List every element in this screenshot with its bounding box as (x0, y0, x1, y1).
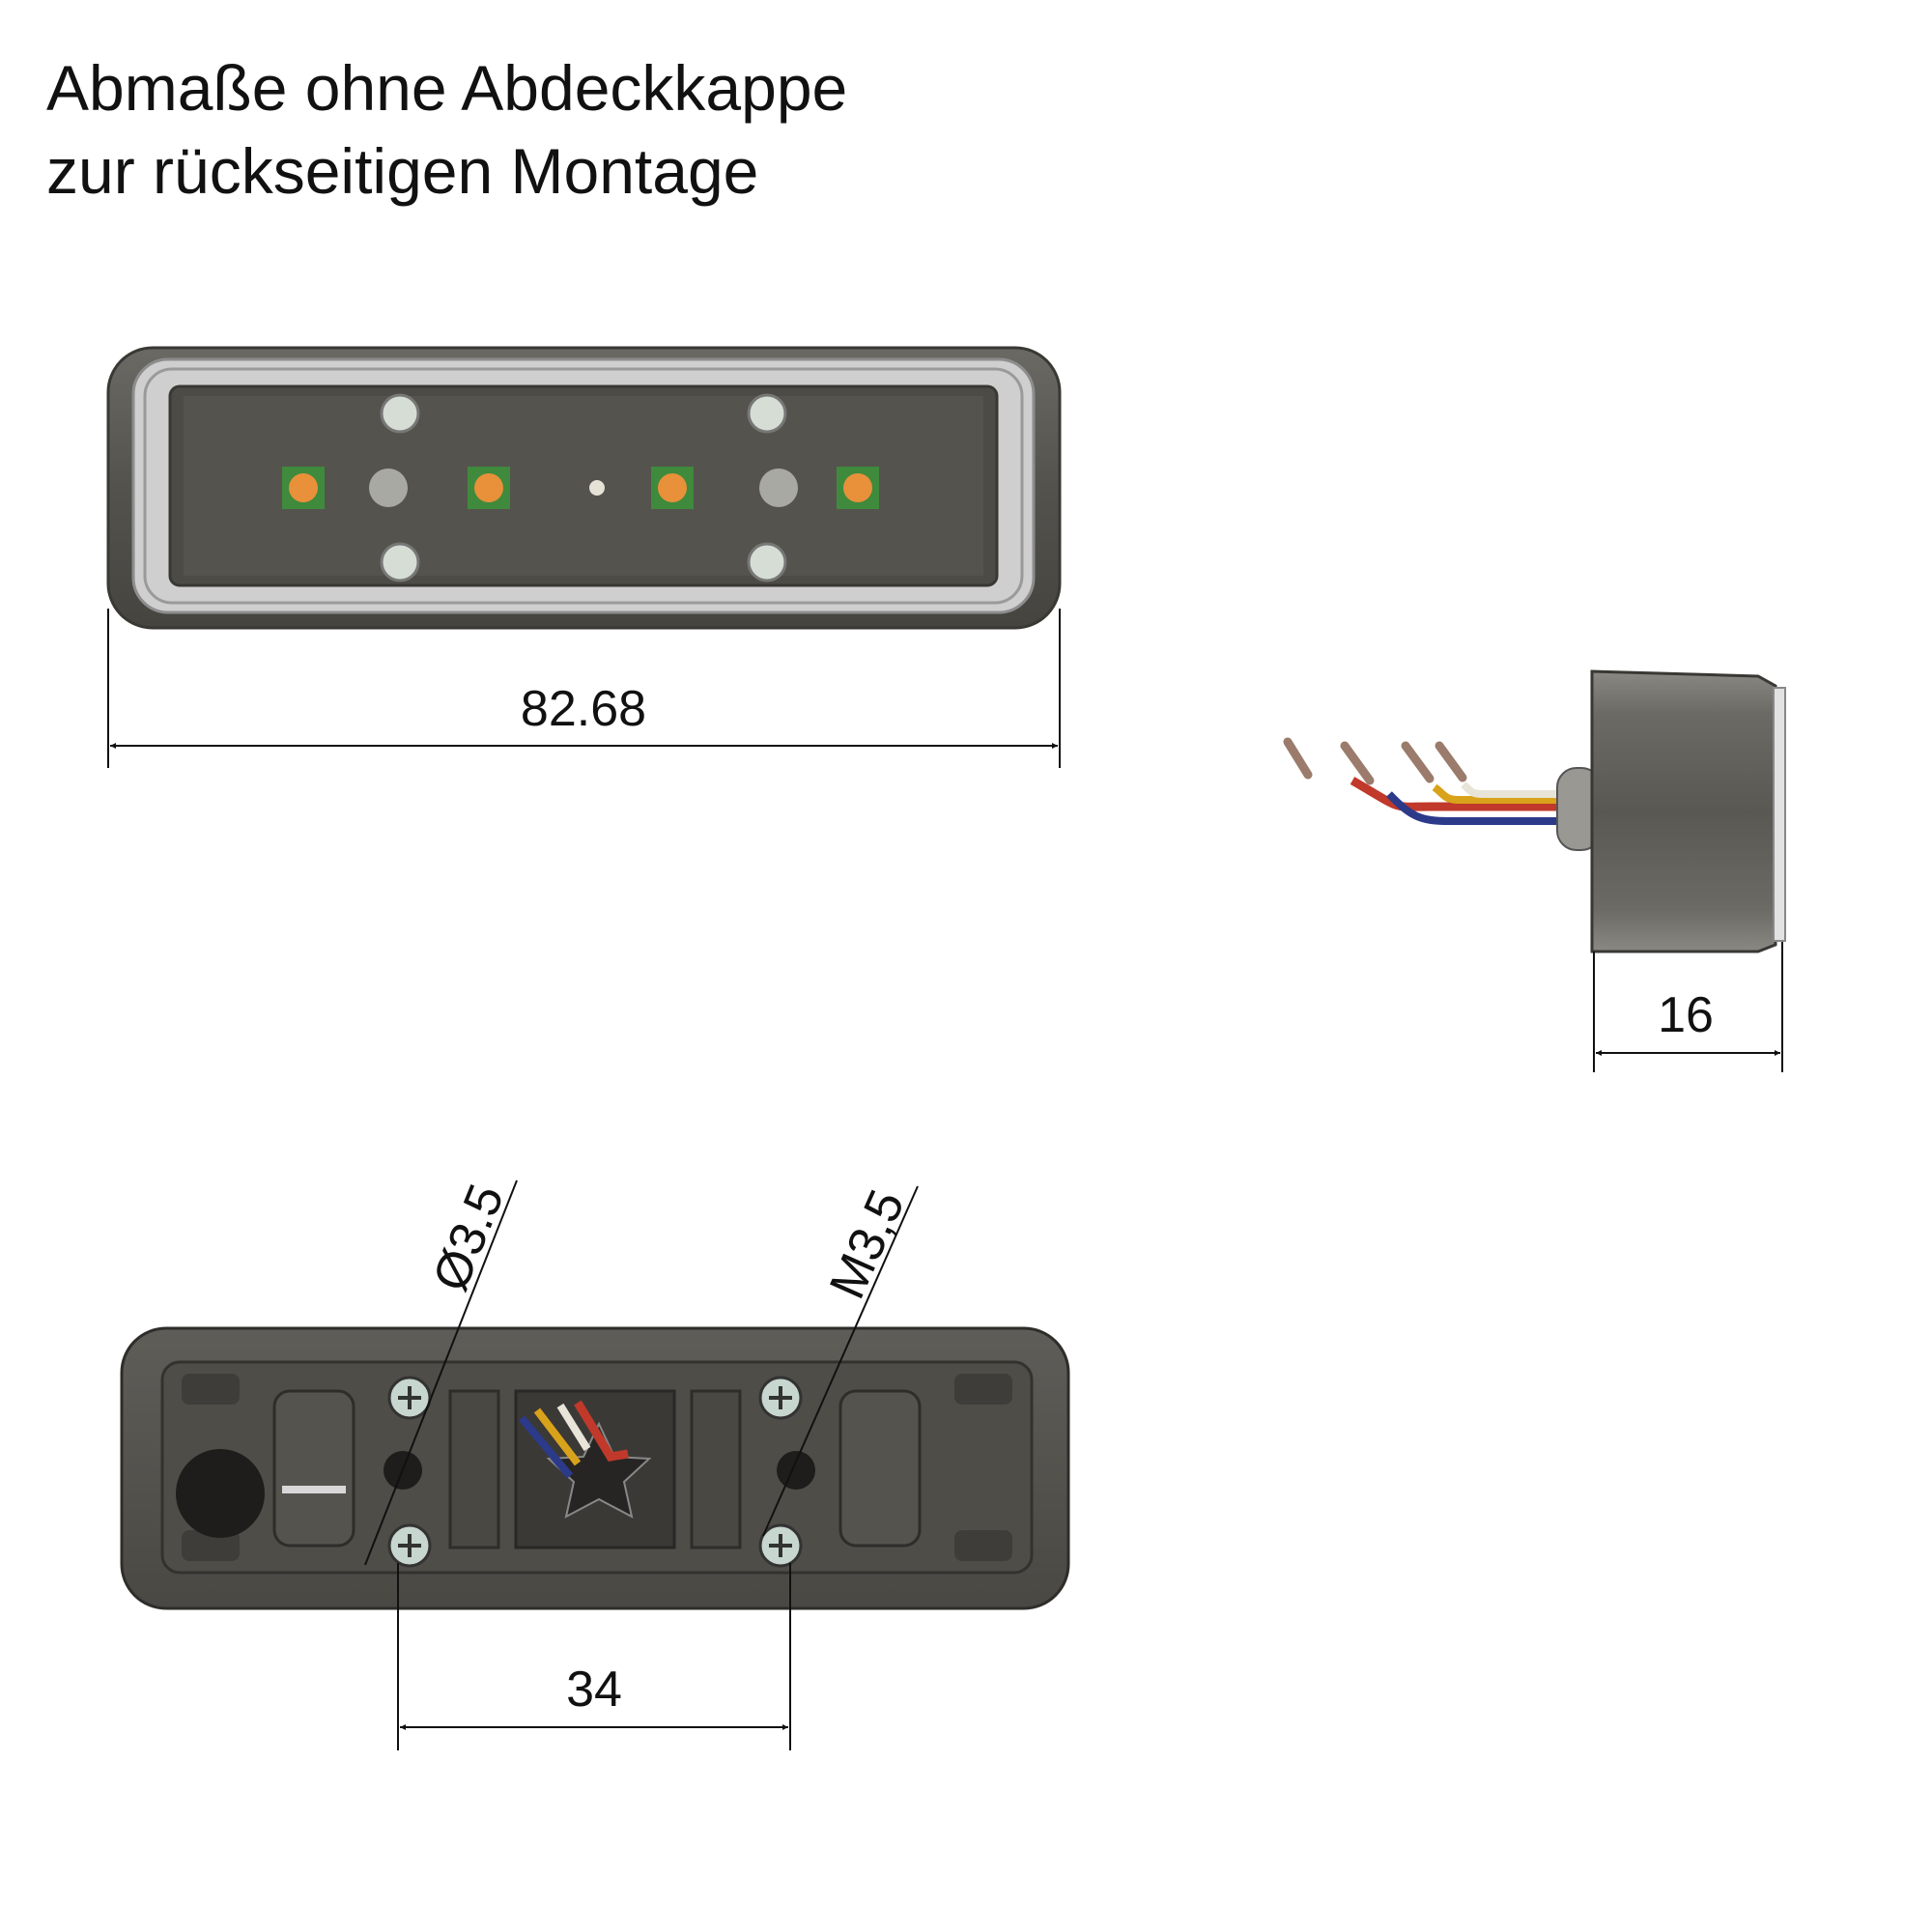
diameter-leader-line (364, 1179, 518, 1566)
side-lens-edge (1773, 687, 1786, 942)
blue-wire (518, 1415, 574, 1479)
screw-boss-icon (380, 393, 420, 434)
red-wire (574, 1400, 629, 1462)
hole-spacing-label: 34 (566, 1662, 622, 1718)
sensor-dot-icon (589, 480, 605, 496)
clip-notch (182, 1374, 240, 1405)
blue-wire (1386, 791, 1570, 825)
screw-boss-icon (380, 542, 420, 582)
cross-slot-icon (769, 1534, 792, 1557)
vent-plug-icon (176, 1449, 265, 1538)
wire-bundle (1283, 737, 1570, 825)
amber-led-icon (474, 473, 503, 502)
clip-notch (954, 1374, 1012, 1405)
rear-wire-bundle (518, 1400, 629, 1479)
depth-dimension: 16 (1593, 942, 1783, 1072)
screw-bottom-left (387, 1523, 432, 1568)
thread-leader-line (762, 1185, 919, 1537)
side-housing (1590, 669, 1777, 953)
wire-tip-icon (1401, 741, 1435, 783)
screw-top-right (758, 1376, 803, 1420)
cross-slot-icon (769, 1386, 792, 1409)
wire-tip-icon (1283, 737, 1313, 780)
rear-view: Ø3.5 M3,5 34 (120, 1177, 1070, 1750)
width-dimension: 82.68 (107, 609, 1061, 768)
front-view: 82.68 (106, 346, 1062, 768)
title-line-2: zur rückseitigen Montage (46, 135, 759, 207)
screw-boss-icon (747, 542, 787, 582)
mounting-pad-highlight (282, 1486, 346, 1493)
screw-boss-icon (747, 393, 787, 434)
mounting-pad-right (838, 1389, 922, 1548)
lens-dot-icon (369, 469, 408, 507)
amber-led-icon (658, 473, 687, 502)
led-1 (282, 467, 325, 509)
yellow-wire (533, 1407, 582, 1466)
mounting-hole-right (777, 1451, 815, 1490)
title-line-1: Abmaße ohne Abdeckkappe (46, 52, 848, 124)
slot-left (448, 1389, 500, 1549)
cross-slot-icon (398, 1534, 421, 1557)
lens-dot-icon (759, 469, 798, 507)
clip-notch (954, 1530, 1012, 1561)
led-3 (651, 467, 694, 509)
front-led-row (282, 393, 879, 582)
yellow-wire (1432, 783, 1570, 804)
depth-dimension-label: 16 (1658, 987, 1714, 1043)
thread-label: M3,5 (819, 1182, 916, 1307)
wire-tip-icon (1340, 741, 1375, 785)
led-4 (837, 467, 879, 509)
side-view: 16 (1283, 669, 1786, 1072)
screw-top-left (387, 1376, 432, 1420)
slot-right (690, 1389, 742, 1549)
hole-spacing-dimension: 34 (397, 1563, 791, 1750)
wire-tip-icon (1435, 741, 1467, 782)
front-lens-rim-inner (143, 367, 1024, 605)
led-2 (468, 467, 510, 509)
amber-led-icon (289, 473, 318, 502)
amber-led-icon (843, 473, 872, 502)
white-wire (556, 1403, 591, 1452)
connector-star-icon (546, 1421, 652, 1519)
screw-bottom-right (758, 1523, 803, 1568)
width-dimension-label: 82.68 (521, 681, 646, 737)
white-wire (1461, 781, 1570, 798)
drawing-title: Abmaße ohne Abdeckkappe zur rückseitigen… (46, 46, 847, 213)
clip-notch (182, 1530, 240, 1561)
hole-diameter-label: Ø3.5 (422, 1177, 515, 1298)
mounting-pad-left (272, 1389, 355, 1548)
cross-slot-icon (398, 1386, 421, 1409)
